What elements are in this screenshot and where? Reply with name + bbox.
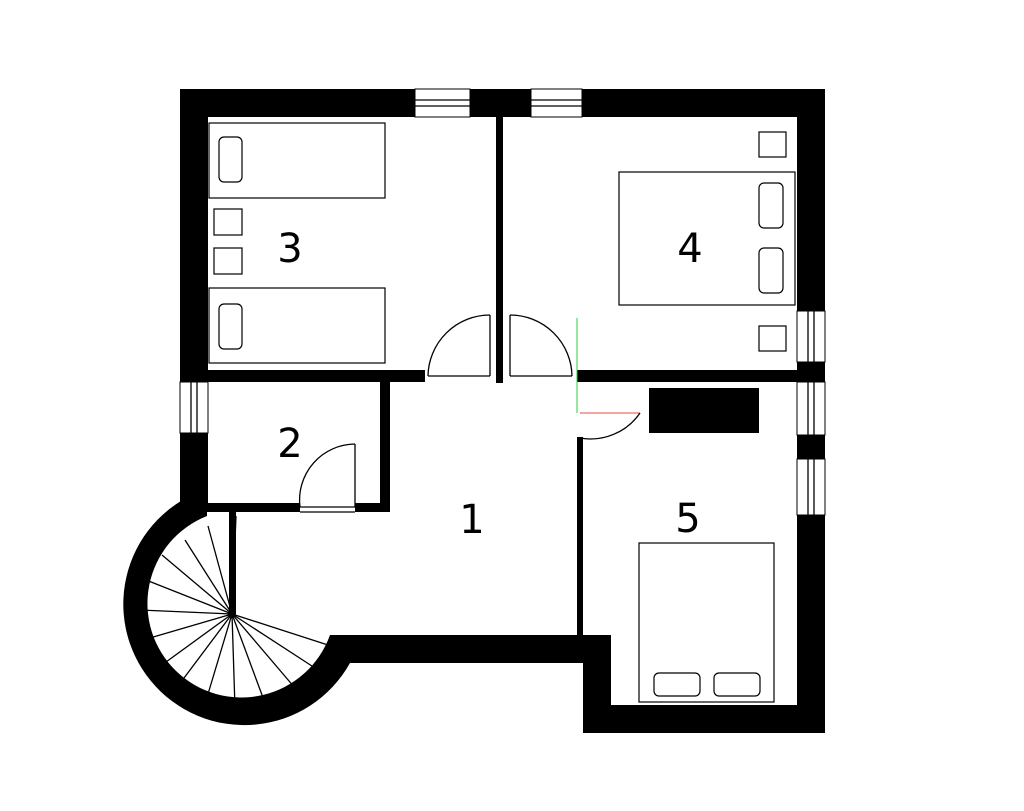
window-right-middle	[796, 381, 826, 436]
window-right-lower	[796, 458, 826, 516]
door-room-5	[576, 318, 641, 440]
room-label-3: 3	[277, 226, 302, 272]
spiral-staircase	[139, 515, 329, 709]
bed-bottom	[208, 287, 386, 364]
furniture-room-5	[638, 388, 775, 703]
window-left	[179, 381, 209, 434]
interior-walls	[180, 117, 797, 637]
nightstand-2	[213, 247, 243, 275]
door-room-3	[427, 314, 491, 377]
double-bed-room-4	[618, 171, 796, 306]
furniture-room-3	[208, 122, 386, 364]
window-right-upper	[796, 310, 826, 363]
nightstand-4	[758, 325, 787, 352]
room-label-4: 4	[677, 226, 702, 272]
double-bed-room-5	[638, 542, 775, 703]
windows	[179, 88, 826, 516]
door-room-2	[298, 443, 356, 513]
room-labels: 1 2 3 4 5	[277, 226, 702, 543]
window-top-right	[530, 88, 583, 118]
wardrobe	[649, 388, 759, 433]
window-top-left	[414, 88, 471, 118]
nightstand-1	[213, 208, 243, 236]
room-label-1: 1	[459, 497, 484, 543]
door-room-4	[509, 314, 573, 377]
nightstand-3	[758, 131, 787, 158]
bed-top	[208, 122, 386, 199]
room-label-5: 5	[675, 496, 700, 542]
doors	[298, 314, 641, 513]
room-label-2: 2	[277, 421, 302, 467]
exterior-walls	[123, 89, 825, 733]
furniture-room-4	[618, 131, 796, 352]
